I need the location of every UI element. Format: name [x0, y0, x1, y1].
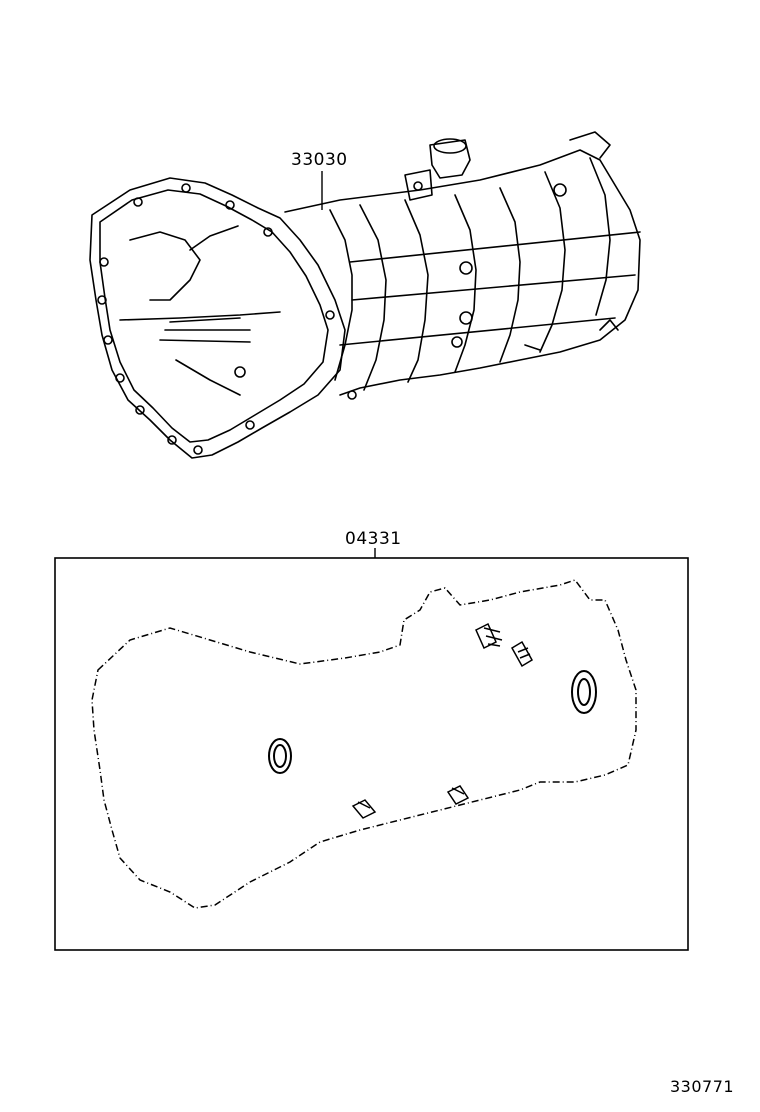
transmission-assembly — [89, 131, 641, 459]
filler-plug — [510, 640, 534, 668]
plug — [446, 785, 470, 805]
part-number-callout: 04331 — [345, 529, 402, 549]
gasket-outline — [91, 579, 637, 909]
gasket-kit-frame — [54, 557, 689, 951]
oil-seal — [268, 738, 292, 774]
oil-seal — [571, 670, 597, 714]
part-number-callout: 33030 — [291, 150, 348, 170]
drain-plug — [475, 622, 503, 650]
plug — [351, 799, 377, 819]
figure-number: 330771 — [670, 1077, 735, 1096]
